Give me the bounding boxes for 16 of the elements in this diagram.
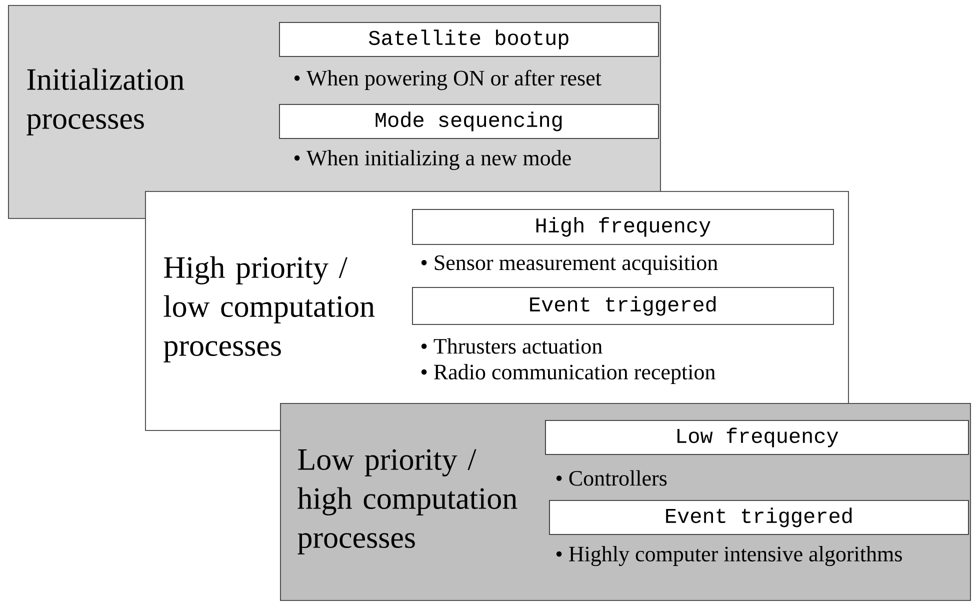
bullet-text: • Controllers: [556, 470, 667, 486]
label-box: High frequency: [412, 209, 834, 245]
bullet-text: • Sensor measurement acquisition: [421, 255, 718, 275]
bullet-text: • When powering ON or after reset: [294, 70, 602, 90]
label-box: Event triggered: [412, 287, 834, 325]
panel-heading: High priority / low computation processes: [164, 256, 375, 362]
label-box: Low frequency: [545, 420, 969, 455]
bullet-text: • Radio communication reception: [421, 364, 716, 384]
panel-heading: Initialization processes: [26, 68, 184, 136]
bullet-text: • Thrusters actuation: [421, 338, 602, 354]
label-box: Mode sequencing: [279, 104, 659, 139]
label-box: Event triggered: [549, 500, 969, 535]
bullet-text: • Highly computer intensive algorithms: [556, 546, 902, 566]
label-box: Satellite bootup: [279, 22, 659, 57]
bullet-text: • When initializing a new mode: [294, 150, 571, 170]
panel-heading: Low priority / high computation processes: [298, 449, 518, 554]
